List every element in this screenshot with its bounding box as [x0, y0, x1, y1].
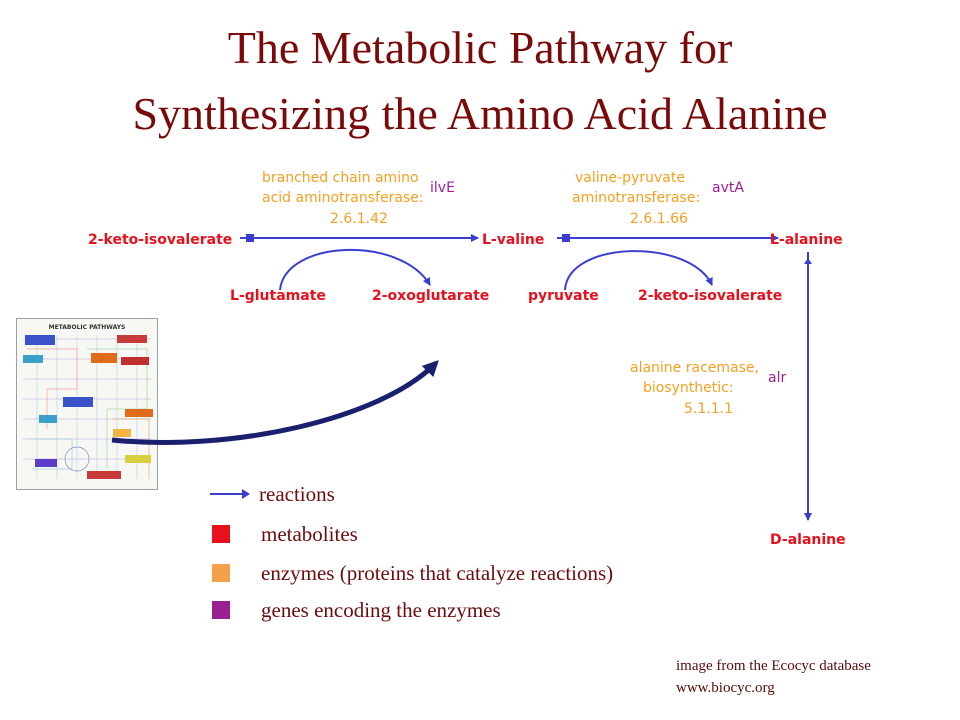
image-credit-url: www.biocyc.org [676, 680, 775, 696]
image-credit-line-1: image from the Ecocyc database [676, 658, 871, 674]
legend-gene-swatch [212, 601, 230, 619]
enzyme-ilve-ec-number: 2.6.1.42 [330, 211, 388, 227]
metabolic-map-thumbnail: METABOLIC PATHWAYS [16, 318, 158, 490]
metabolite-pyruvate: pyruvate [528, 288, 599, 304]
metabolite-l-glutamate: L-glutamate [230, 288, 326, 304]
enzyme-avta-ec-number: 2.6.1.66 [630, 211, 688, 227]
enzyme-alr-name-line-2: biosynthetic: [643, 380, 734, 396]
legend-metabolites-label: metabolites [261, 521, 358, 546]
page-title-line-1: The Metabolic Pathway for [227, 22, 733, 73]
gene-ilve: ilvE [430, 180, 455, 196]
metabolite-2-oxoglutarate: 2-oxoglutarate [372, 288, 489, 304]
page-title-line-2: Synthesizing the Amino Acid Alanine [132, 88, 828, 139]
metabolite-d-alanine: D-alanine [770, 532, 846, 548]
thumbnail-title: METABOLIC PATHWAYS [49, 324, 126, 331]
legend-metabolite-swatch [212, 525, 230, 543]
enzyme-alr-name-line-1: alanine racemase, [630, 360, 759, 376]
legend-enzyme-swatch [212, 564, 230, 582]
reaction-reverse-arrowhead [804, 258, 812, 264]
zoom-pointer-arrow [111, 360, 439, 445]
legend-genes-label: genes encoding the enzymes [261, 597, 501, 622]
metabolite-2-keto-isovalerate: 2-keto-isovalerate [88, 232, 232, 248]
metabolite-2-keto-isovalerate-product: 2-keto-isovalerate [638, 288, 782, 304]
cofactor-arrow-pyruvate [564, 250, 713, 291]
metabolite-l-valine: L-valine [482, 232, 544, 248]
reaction-endpoint-square [246, 234, 254, 242]
thumbnail-boxes [23, 335, 153, 479]
gene-alr: alr [768, 370, 786, 386]
enzyme-ilve-name-line-1: branched chain amino [262, 170, 419, 186]
legend-metabolites: metabolites [210, 520, 358, 548]
legend-reaction-arrow-icon [210, 489, 250, 499]
legend-genes: genes encoding the enzymes [210, 596, 501, 624]
legend-reactions: reactions [210, 480, 335, 508]
legend-enzymes: enzymes (proteins that catalyze reaction… [210, 559, 613, 587]
enzyme-avta-name-line-1: valine-pyruvate [575, 170, 685, 186]
metabolic-map-thumbnail-drawing: METABOLIC PATHWAYS [23, 324, 153, 479]
legend-enzymes-label: enzymes (proteins that catalyze reaction… [261, 560, 614, 585]
metabolite-l-alanine: L-alanine [770, 232, 843, 248]
reaction-endpoint-square [562, 234, 570, 242]
gene-avta: avtA [712, 180, 744, 196]
legend-reactions-label: reactions [259, 481, 335, 506]
enzyme-avta-name-line-2: aminotransferase: [572, 190, 700, 206]
cofactor-arrow-glutamate [279, 248, 431, 291]
enzyme-ilve-name-line-2: acid aminotransferase: [262, 190, 424, 206]
enzyme-alr-ec-number: 5.1.1.1 [684, 401, 733, 417]
